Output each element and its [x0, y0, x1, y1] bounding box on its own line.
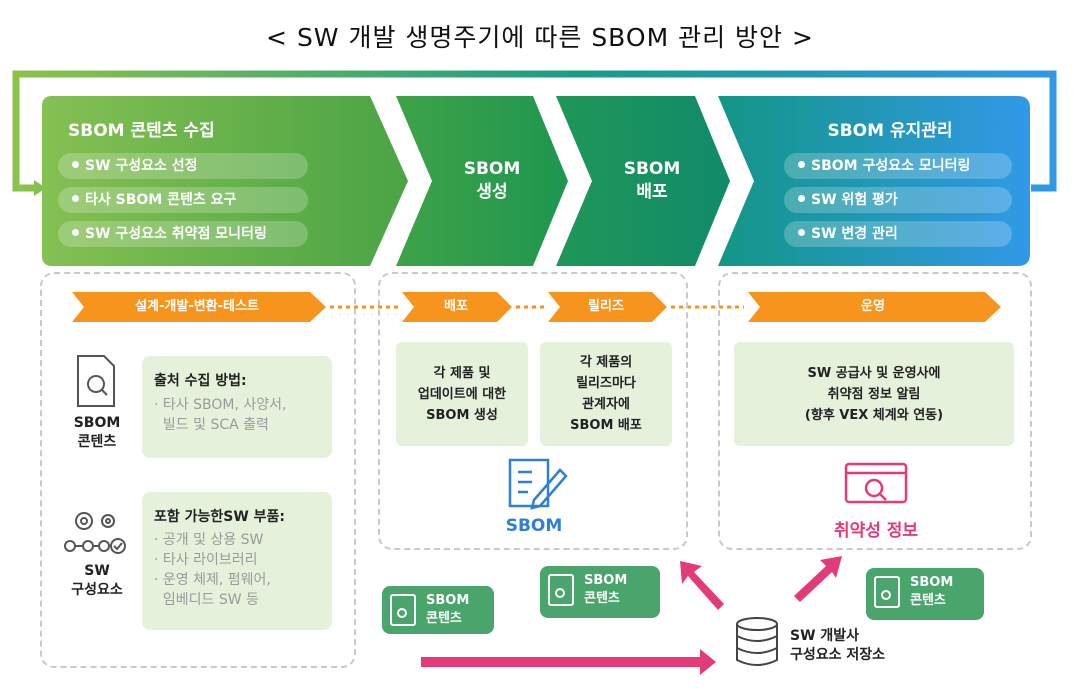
sbom-content-callout: SBOM 콘텐츠	[382, 586, 494, 634]
document-icon	[548, 574, 574, 606]
repository-label: SW 개발사 구성요소 저장소	[790, 628, 886, 663]
bullet-icon	[798, 160, 805, 168]
stage-create-title: SBOM 생성	[463, 159, 521, 202]
document-icon	[77, 355, 115, 407]
source-method-line: · 타사 SBOM, 사양서,	[154, 397, 287, 413]
phase-arrow-shape	[548, 292, 667, 322]
page-title: < SW 개발 생명주기에 따른 SBOM 관리 방안 >	[266, 23, 814, 52]
sbom-document-icon	[508, 458, 568, 510]
maintain-item: SBOM 구성요소 모니터링	[784, 153, 1012, 179]
stage-create-shape	[396, 96, 568, 266]
bullet-icon	[798, 194, 805, 202]
sbom-content-callout: SBOM 콘텐츠	[540, 566, 660, 618]
stage-collect-title: SBOM 콘텐츠 수집	[68, 121, 215, 141]
phase-arrow-shape	[72, 292, 326, 322]
document-icon	[390, 594, 416, 626]
maintain-item: SW 위험 평가	[784, 187, 1012, 213]
sbom-distribute-box: 각 제품의 릴리즈마다 관계자에 SBOM 배포	[540, 342, 672, 446]
bullet-icon	[72, 194, 79, 202]
collect-item: SW 구성요소 취약점 모니터링	[58, 221, 308, 247]
phase-label: 릴리즈	[588, 299, 624, 314]
sw-component-label: SW 구성요소	[71, 563, 123, 598]
lifecycle-loop-line	[12, 70, 1057, 192]
vulnerability-info-label: 취약성 정보	[833, 521, 919, 541]
database-icon	[736, 617, 778, 666]
vulnerability-report-icon	[844, 462, 908, 504]
phase-label: 설계-개발-변환-테스트	[135, 299, 259, 314]
vuln-notify-box: SW 공급사 및 운영사에 취약점 정보 알림 (향후 VEX 체계와 연동)	[734, 342, 1014, 446]
bullet-icon	[72, 228, 79, 236]
document-icon	[874, 576, 900, 608]
component-types-line: · 타사 라이브러리	[154, 552, 258, 568]
loop-arrowhead	[34, 180, 46, 196]
sbom-create-box: 각 제품 및 업데이트에 대한 SBOM 생성	[396, 342, 528, 446]
panel-collect	[40, 272, 356, 668]
collect-item: 타사 SBOM 콘텐츠 요구	[58, 187, 308, 213]
sbom-content-label: SBOM 콘텐츠	[73, 415, 121, 450]
phase-arrow-shape	[748, 292, 1001, 322]
sbom-content-callout: SBOM 콘텐츠	[866, 568, 984, 620]
stage-maintain-shape	[718, 96, 1030, 266]
component-types-line: · 공개 및 상용 SW	[154, 532, 264, 548]
source-method-line: 빌드 및 SCA 출력	[154, 417, 269, 433]
source-method-box: 출처 수집 방법: · 타사 SBOM, 사양서, 빌드 및 SCA 출력	[142, 356, 332, 458]
source-method-heading: 출처 수집 방법:	[154, 373, 247, 389]
component-types-heading: 포함 가능한SW 부품:	[154, 509, 286, 525]
phase-label: 운영	[861, 299, 885, 314]
stage-maintain-title: SBOM 유지관리	[827, 121, 953, 141]
component-types-line: · 운영 체제, 펌웨어,	[154, 572, 271, 588]
pink-flow-arrows	[421, 556, 842, 675]
component-types-line: 임베디드 SW 등	[154, 592, 259, 608]
phase-label: 배포	[444, 299, 468, 314]
gears-icon	[64, 512, 126, 554]
panel-create-distribute	[378, 272, 688, 550]
collect-item: SW 구성요소 선정	[58, 153, 308, 179]
bullet-icon	[72, 160, 79, 168]
stage-distribute-title: SBOM 배포	[623, 159, 681, 202]
phase-arrow-shape	[402, 292, 512, 322]
bullet-icon	[798, 228, 805, 236]
stage-collect-shape	[42, 96, 408, 266]
maintain-item: SW 변경 관리	[784, 221, 1012, 247]
panel-maintain	[718, 272, 1032, 550]
sbom-label: SBOM	[505, 516, 563, 536]
stage-distribute-shape	[556, 96, 730, 266]
component-types-box: 포함 가능한SW 부품: · 공개 및 상용 SW · 타사 라이브러리 · 운…	[142, 492, 332, 630]
